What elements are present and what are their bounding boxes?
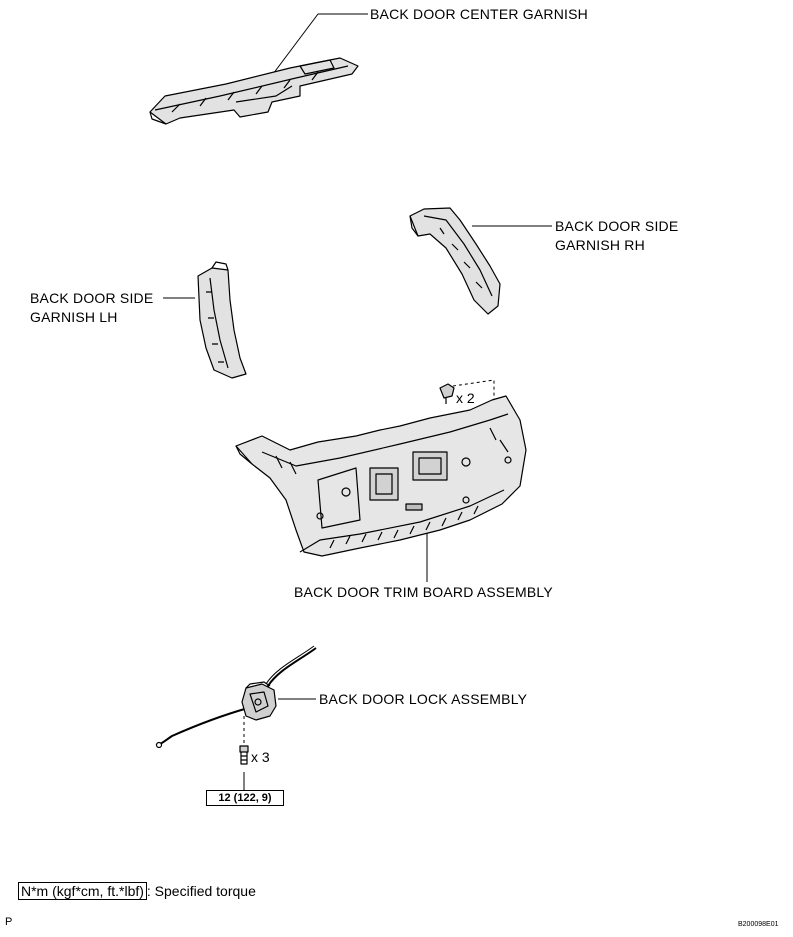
side-garnish-rh-label-line1: BACK DOOR SIDE (555, 218, 679, 234)
side-garnish-lh-label-line2: GARNISH LH (30, 309, 118, 325)
trim-board-label: BACK DOOR TRIM BOARD ASSEMBLY (294, 584, 553, 600)
bolt-quantity: x 3 (251, 749, 270, 765)
lock-assembly-part (155, 645, 317, 749)
clip-fastener (439, 383, 455, 404)
leader-center-garnish (269, 13, 368, 79)
torque-legend-description: : Specified torque (146, 883, 256, 899)
side-garnish-lh-label-line1: BACK DOOR SIDE (30, 290, 154, 306)
lock-assembly-label: BACK DOOR LOCK ASSEMBLY (319, 691, 528, 707)
torque-spec-box: 12 (122, 9) (206, 790, 284, 806)
side-garnish-lh-part (197, 261, 247, 379)
trim-board-part (235, 395, 527, 557)
bolt-fastener (239, 745, 249, 765)
page-marker: P (5, 916, 13, 928)
figure-code: B200098E01 (738, 921, 779, 928)
torque-legend-unit: N*m (kgf*cm, ft.*lbf) (18, 882, 147, 900)
center-garnish-label: BACK DOOR CENTER GARNISH (370, 6, 588, 22)
clip-quantity: x 2 (456, 390, 475, 406)
center-garnish-part (149, 57, 359, 125)
torque-legend: N*m (kgf*cm, ft.*lbf): Specified torque (18, 882, 256, 900)
leader-lines (163, 13, 552, 790)
side-garnish-rh-label-line2: GARNISH RH (555, 237, 645, 253)
side-garnish-rh-part (409, 207, 501, 315)
clip-dash-line (452, 379, 495, 402)
